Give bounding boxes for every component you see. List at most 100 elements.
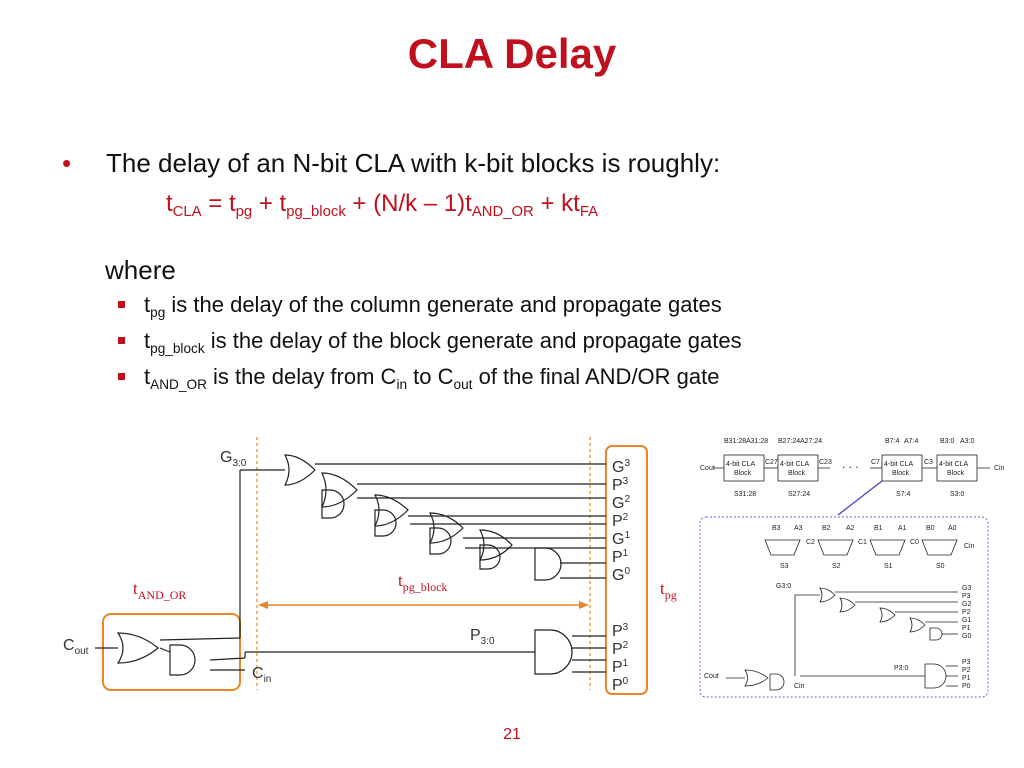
in-b-p2: P2 — [612, 640, 629, 658]
thumb-gate-input: G3 — [962, 585, 971, 592]
thumb-cout: Cout — [704, 673, 719, 680]
thumb-adder-input: B2 — [822, 525, 831, 532]
where-label: where — [105, 255, 176, 285]
in-b-p1: P1 — [612, 658, 629, 676]
thumb-adder-sum: S2 — [832, 563, 841, 570]
thumb-top-label: B7:4 — [885, 438, 900, 445]
thumb-adder-input: A2 — [846, 525, 855, 532]
arrow-head-right — [579, 601, 589, 609]
sb-text-a: is the delay from C — [206, 364, 397, 389]
in-g3: G3 — [612, 458, 630, 476]
in-b-p3: P3 — [612, 622, 629, 640]
cin-label: Cin — [252, 665, 271, 685]
delay-formula: tCLA = tpg + tpg_block + (N/k – 1)tAND_O… — [166, 190, 598, 220]
in-g0: G0 — [612, 566, 630, 584]
thumb-p-input: P0 — [962, 683, 971, 690]
in-b-p0: P0 — [612, 676, 629, 694]
subbullet-tpgblock: tpg_block is the delay of the block gene… — [118, 328, 742, 356]
in-p3: P3 — [612, 476, 629, 494]
thumb-gate-input: G0 — [962, 633, 971, 640]
g30-label: G3:0 — [220, 449, 247, 469]
sb-sub-in: in — [396, 376, 408, 392]
thumb-expanded: B3 A3 B2 A2 B1 A1 B0 A0 C2 C1 C0 Cin S3 … — [699, 516, 989, 698]
thumb-gate-input: P1 — [962, 625, 971, 632]
subbullet-tandor: tAND_OR is the delay from Cin to Cout of… — [118, 364, 720, 392]
square-bullet-icon — [118, 301, 125, 308]
thumb-block-3 — [881, 454, 923, 482]
formula-sub-pgblock: pg_block — [286, 204, 346, 221]
p30-label: P3:0 — [470, 627, 495, 647]
thumb-gate-input: P3 — [962, 593, 971, 600]
subbullet-tpg: tpg is the delay of the column generate … — [118, 292, 722, 320]
thumb-ellipsis: . . . — [842, 457, 859, 471]
in-p2: P2 — [612, 512, 629, 530]
formula-sub-cla: CLA — [172, 204, 202, 221]
cout-label: Cout — [63, 637, 89, 657]
sb-text: is the delay of the block generate and p… — [204, 328, 742, 353]
thumb-carry-label: C3 — [924, 459, 933, 466]
thumb-block-label: Block — [788, 470, 806, 477]
and-gate-3 — [429, 527, 452, 555]
bullet-text: The delay of an N-bit CLA with k-bit blo… — [106, 148, 721, 178]
and-or-highlight-box — [102, 613, 241, 691]
sb-text: is the delay of the column generate and … — [165, 292, 722, 317]
thumb-p30: P3:0 — [894, 665, 909, 672]
thumb-block-label: 4-bit CLA — [884, 461, 914, 468]
thumb-adder-input: B3 — [772, 525, 781, 532]
thumb-pointer-arrow — [837, 480, 883, 516]
thumb-p-input: P3 — [962, 659, 971, 666]
sb-text-c: of the final AND/OR gate — [472, 364, 720, 389]
and-gate-4 — [479, 544, 501, 570]
thumb-block-label: 4-bit CLA — [939, 461, 969, 468]
thumb-cin: Cin — [794, 683, 805, 690]
t-pg-label: tpg — [660, 579, 677, 602]
sb-sub: pg — [150, 304, 166, 320]
or-gate-1 — [284, 454, 316, 486]
thumb-block-label: Block — [734, 470, 752, 477]
sb-sub-out: out — [453, 376, 473, 392]
sb-sym: t — [144, 328, 151, 353]
thumb-carry-label: C27 — [765, 459, 778, 466]
thumb-carry-label: C23 — [819, 459, 832, 466]
thumb-expanded-frame — [699, 516, 989, 698]
thumb-g30: G3:0 — [776, 583, 791, 590]
inputs-highlight-box — [605, 445, 648, 695]
main-labels: G3:0 P3:0 Cout Cin G3 P3 G2 P2 G1 P1 G0 … — [63, 449, 677, 694]
thumb-sum-label: S3:0 — [950, 491, 965, 498]
t-andor-label: tAND_OR — [133, 579, 186, 602]
thumb-top-label: A7:4 — [904, 438, 919, 445]
thumb-adder-carry: C1 — [858, 539, 867, 546]
thumb-adder-sum: S3 — [780, 563, 789, 570]
slide-title: CLA Delay — [407, 30, 617, 77]
thumb-block-4 — [936, 454, 978, 482]
thumb-adder-0 — [921, 539, 958, 556]
thumb-adder-3 — [764, 539, 801, 556]
formula-eq: = t — [201, 190, 236, 217]
thumb-adder-2 — [817, 539, 854, 556]
thumb-sum-label: S31:28 — [734, 491, 756, 498]
final-or-gate — [116, 632, 159, 664]
thumb-adder-input: A0 — [948, 525, 957, 532]
page-number: 21 — [503, 726, 521, 743]
formula-plus2: + kt — [533, 190, 580, 217]
and-gate-1 — [321, 489, 345, 519]
thumb-adder-input: A3 — [794, 525, 803, 532]
thumb-gate-input: P2 — [962, 609, 971, 616]
formula-plus1: + t — [252, 190, 287, 217]
formula-sub-pg: pg — [235, 204, 253, 221]
thumb-block-label: 4-bit CLA — [726, 461, 756, 468]
formula-t: t — [166, 190, 173, 217]
formula-mid: + (N/k – 1)t — [345, 190, 472, 217]
thumb-adder-carry: C2 — [806, 539, 815, 546]
thumb-gate-input: G2 — [962, 601, 971, 608]
thumb-block-label: Block — [892, 470, 910, 477]
thumb-cla-chain: 4-bit CLA Block 4-bit CLA Block 4-bit CL… — [700, 438, 1005, 516]
thumb-carry-label: C7 — [871, 459, 880, 466]
thumb-adder-sum: S1 — [884, 563, 893, 570]
thumb-block-1 — [723, 454, 765, 482]
formula-sub-fa: FA — [579, 204, 599, 221]
thumb-block-label: 4-bit CLA — [780, 461, 810, 468]
thumb-p-input: P1 — [962, 675, 971, 682]
thumb-top-label: B31:28 — [724, 438, 746, 445]
thumb-adder-input: A1 — [898, 525, 907, 532]
